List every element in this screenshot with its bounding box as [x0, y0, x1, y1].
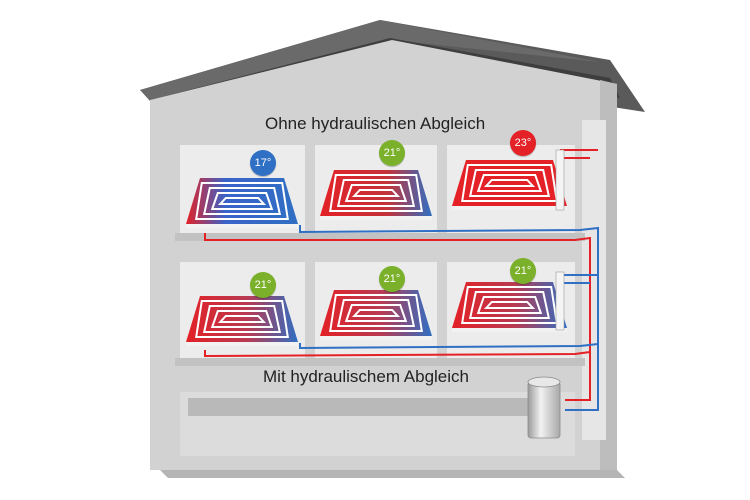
floor-edge: [186, 342, 298, 346]
tube-loop: [202, 305, 282, 333]
basement: [180, 392, 575, 456]
manifold-bottom: [560, 274, 598, 284]
tube-loop: [351, 309, 401, 317]
heating-loop: [452, 160, 567, 210]
tube-loop: [344, 184, 408, 202]
manifold-top: [560, 149, 598, 159]
tube-loop: [195, 182, 289, 220]
tube-loop: [468, 291, 551, 319]
tube-loop: [476, 174, 543, 192]
heating-loop: [320, 170, 432, 220]
supply-pipe: [204, 233, 591, 401]
floor-edge: [320, 216, 432, 220]
tube-loop: [210, 310, 274, 328]
floor-slabs: [175, 233, 585, 366]
pipes: [204, 149, 599, 411]
tube-loop: [476, 296, 543, 314]
temp-badge-top-3: 23°: [510, 130, 536, 156]
floor-pad: [186, 296, 298, 342]
floor-pad: [320, 290, 432, 336]
tube-loop: [329, 294, 423, 332]
temp-badge-bottom-1: 21°: [250, 272, 276, 298]
tube-loop: [217, 197, 267, 205]
tube-loop: [202, 187, 282, 215]
top-caption: Ohne hydraulischen Abgleich: [265, 114, 486, 133]
floor-pad: [452, 282, 567, 328]
temp-badge-bottom-2: 21°: [379, 266, 405, 292]
floor-pad: [452, 160, 567, 206]
floor-edge: [452, 328, 567, 332]
heating-loop: [320, 290, 432, 340]
tube-loop: [344, 304, 408, 322]
tube-loop: [217, 315, 267, 323]
heating-loop: [186, 296, 298, 346]
tube-loop: [336, 179, 416, 207]
floor-edge: [320, 336, 432, 340]
storage-tank: [527, 376, 561, 439]
floor-pad: [186, 178, 298, 224]
tube-loop: [483, 179, 536, 187]
return-pipe-lower: [299, 343, 599, 350]
floor-edge: [452, 206, 567, 210]
tube-loop: [336, 299, 416, 327]
floor-edge: [186, 224, 298, 228]
supply-pipe-lower: [204, 350, 591, 358]
heating-loops: [186, 160, 567, 346]
tube-loop: [351, 189, 401, 197]
tube-loop: [195, 300, 289, 338]
tube-loop: [461, 286, 558, 324]
floor-pad: [320, 170, 432, 216]
heating-loop: [186, 178, 298, 228]
temp-badge-bottom-3: 21°: [510, 258, 536, 284]
tube-loop: [468, 169, 551, 197]
tube-loop: [483, 301, 536, 309]
tube-loop: [210, 192, 274, 210]
manifolds: [555, 149, 565, 331]
temp-badge-top-1: 17°: [250, 150, 276, 176]
shaft: [582, 120, 606, 440]
heating-loop: [452, 282, 567, 332]
temp-badge-top-2: 21°: [379, 140, 405, 166]
bottom-caption: Mit hydraulischem Abgleich: [263, 367, 469, 386]
return-pipe: [299, 225, 599, 411]
tube-loop: [329, 174, 423, 212]
tube-loop: [461, 164, 558, 202]
